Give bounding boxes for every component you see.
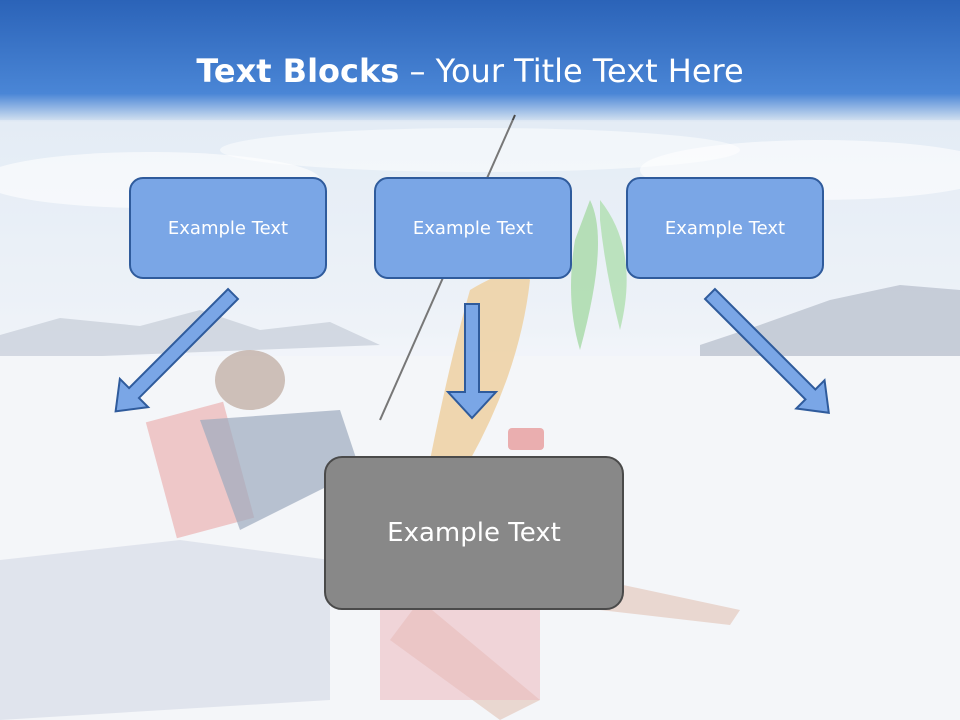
text-block-1-label: Example Text: [167, 217, 289, 239]
title-rest: – Your Title Text Here: [399, 52, 744, 90]
title-bold: Text Blocks: [196, 52, 400, 90]
main-text-block-label: Example Text: [387, 518, 561, 548]
slide-title: Text Blocks – Your Title Text Here: [0, 52, 940, 90]
text-block-1[interactable]: Example Text: [129, 177, 327, 279]
text-block-2[interactable]: Example Text: [374, 177, 572, 279]
main-text-block[interactable]: Example Text: [324, 456, 624, 610]
text-block-2-label: Example Text: [412, 217, 534, 239]
text-block-3-label: Example Text: [664, 217, 786, 239]
text-block-3[interactable]: Example Text: [626, 177, 824, 279]
